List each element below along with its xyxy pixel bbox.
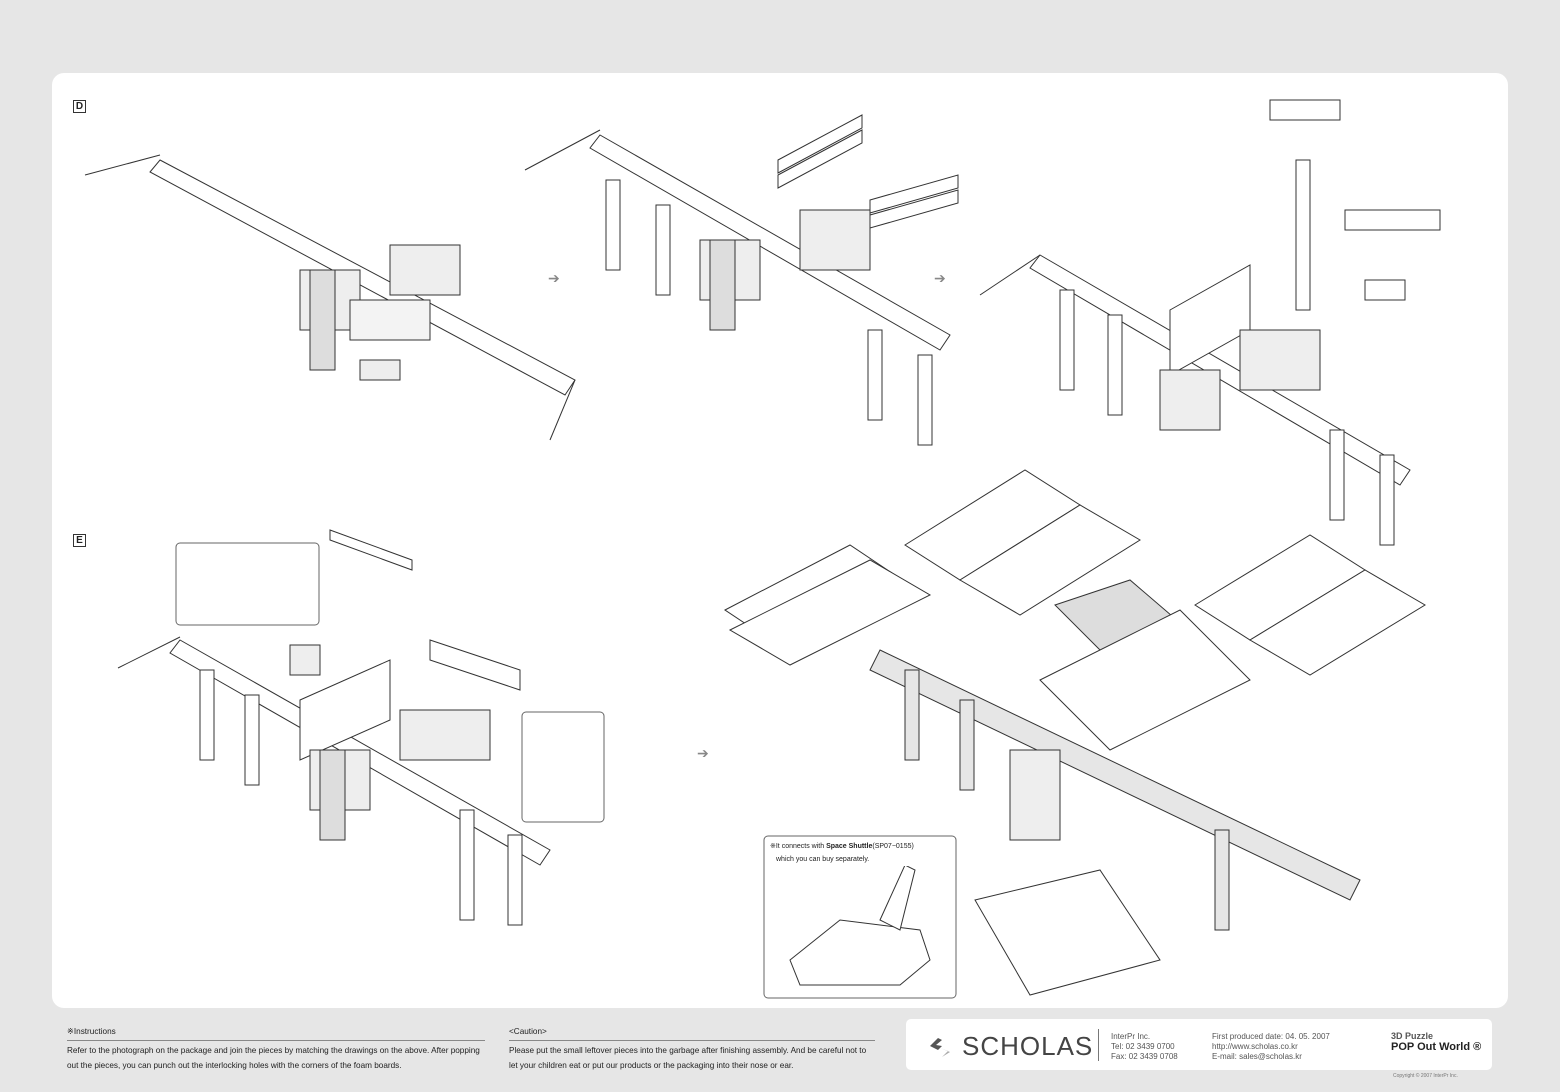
company-name: InterPr Inc.: [1111, 1032, 1151, 1041]
diagram-d1: [84, 154, 576, 441]
next-step-arrow: ➔: [548, 270, 560, 286]
diagram-e1: [117, 529, 605, 926]
series-name: POP Out World ®: [1391, 1041, 1482, 1053]
divider: [1098, 1029, 1099, 1061]
note-product: Space Shuttle: [826, 843, 873, 850]
note-code: (SP07−0155): [872, 843, 914, 850]
company-tel: Tel: 02 3439 0700: [1111, 1042, 1175, 1051]
company-fax: Fax: 02 3439 0708: [1111, 1052, 1178, 1061]
note-line2: which you can buy separately.: [776, 856, 870, 863]
scholas-logo-icon: [930, 1037, 950, 1057]
note-prefix: ※It connects with: [770, 843, 827, 850]
brand-box: SCHOLAS InterPr Inc. Tel: 02 3439 0700 F…: [906, 1019, 1492, 1070]
instructions-section: ※Instructions Refer to the photograph on…: [67, 1024, 485, 1073]
pop-out-world-logo: 3D Puzzle POP Out World ®: [1391, 1031, 1481, 1053]
caution-section: <Caution> Please put the small leftover …: [509, 1024, 875, 1073]
step-label-e: E: [73, 534, 86, 547]
shuttle-note: ※It connects with Space Shuttle(SP07−015…: [770, 840, 914, 866]
email-link[interactable]: E-mail: sales@scholas.kr: [1212, 1052, 1302, 1061]
caution-text: Please put the small leftover pieces int…: [509, 1046, 867, 1070]
scholas-logo: SCHOLAS: [928, 1031, 1093, 1062]
step-label-d: D: [73, 100, 86, 113]
diagram-d3: [979, 99, 1441, 546]
contact-info: First produced date: 04. 05. 2007 http:/…: [1212, 1032, 1330, 1062]
caution-heading: <Caution>: [509, 1024, 875, 1041]
instructions-text: Refer to the photograph on the package a…: [67, 1046, 480, 1070]
copyright: Copyright © 2007 InterPr Inc.: [1393, 1073, 1458, 1079]
company-info: InterPr Inc. Tel: 02 3439 0700 Fax: 02 3…: [1111, 1032, 1178, 1062]
next-step-arrow: ➔: [697, 745, 709, 761]
logo-text: SCHOLAS: [962, 1031, 1094, 1061]
produced-date: First produced date: 04. 05. 2007: [1212, 1032, 1330, 1041]
next-step-arrow: ➔: [934, 270, 946, 286]
diagram-e2: [724, 469, 1426, 999]
website-link[interactable]: http://www.scholas.co.kr: [1212, 1042, 1298, 1051]
instructions-heading: ※Instructions: [67, 1024, 485, 1041]
series-top: 3D Puzzle: [1391, 1031, 1434, 1041]
diagram-d2: [524, 114, 959, 446]
